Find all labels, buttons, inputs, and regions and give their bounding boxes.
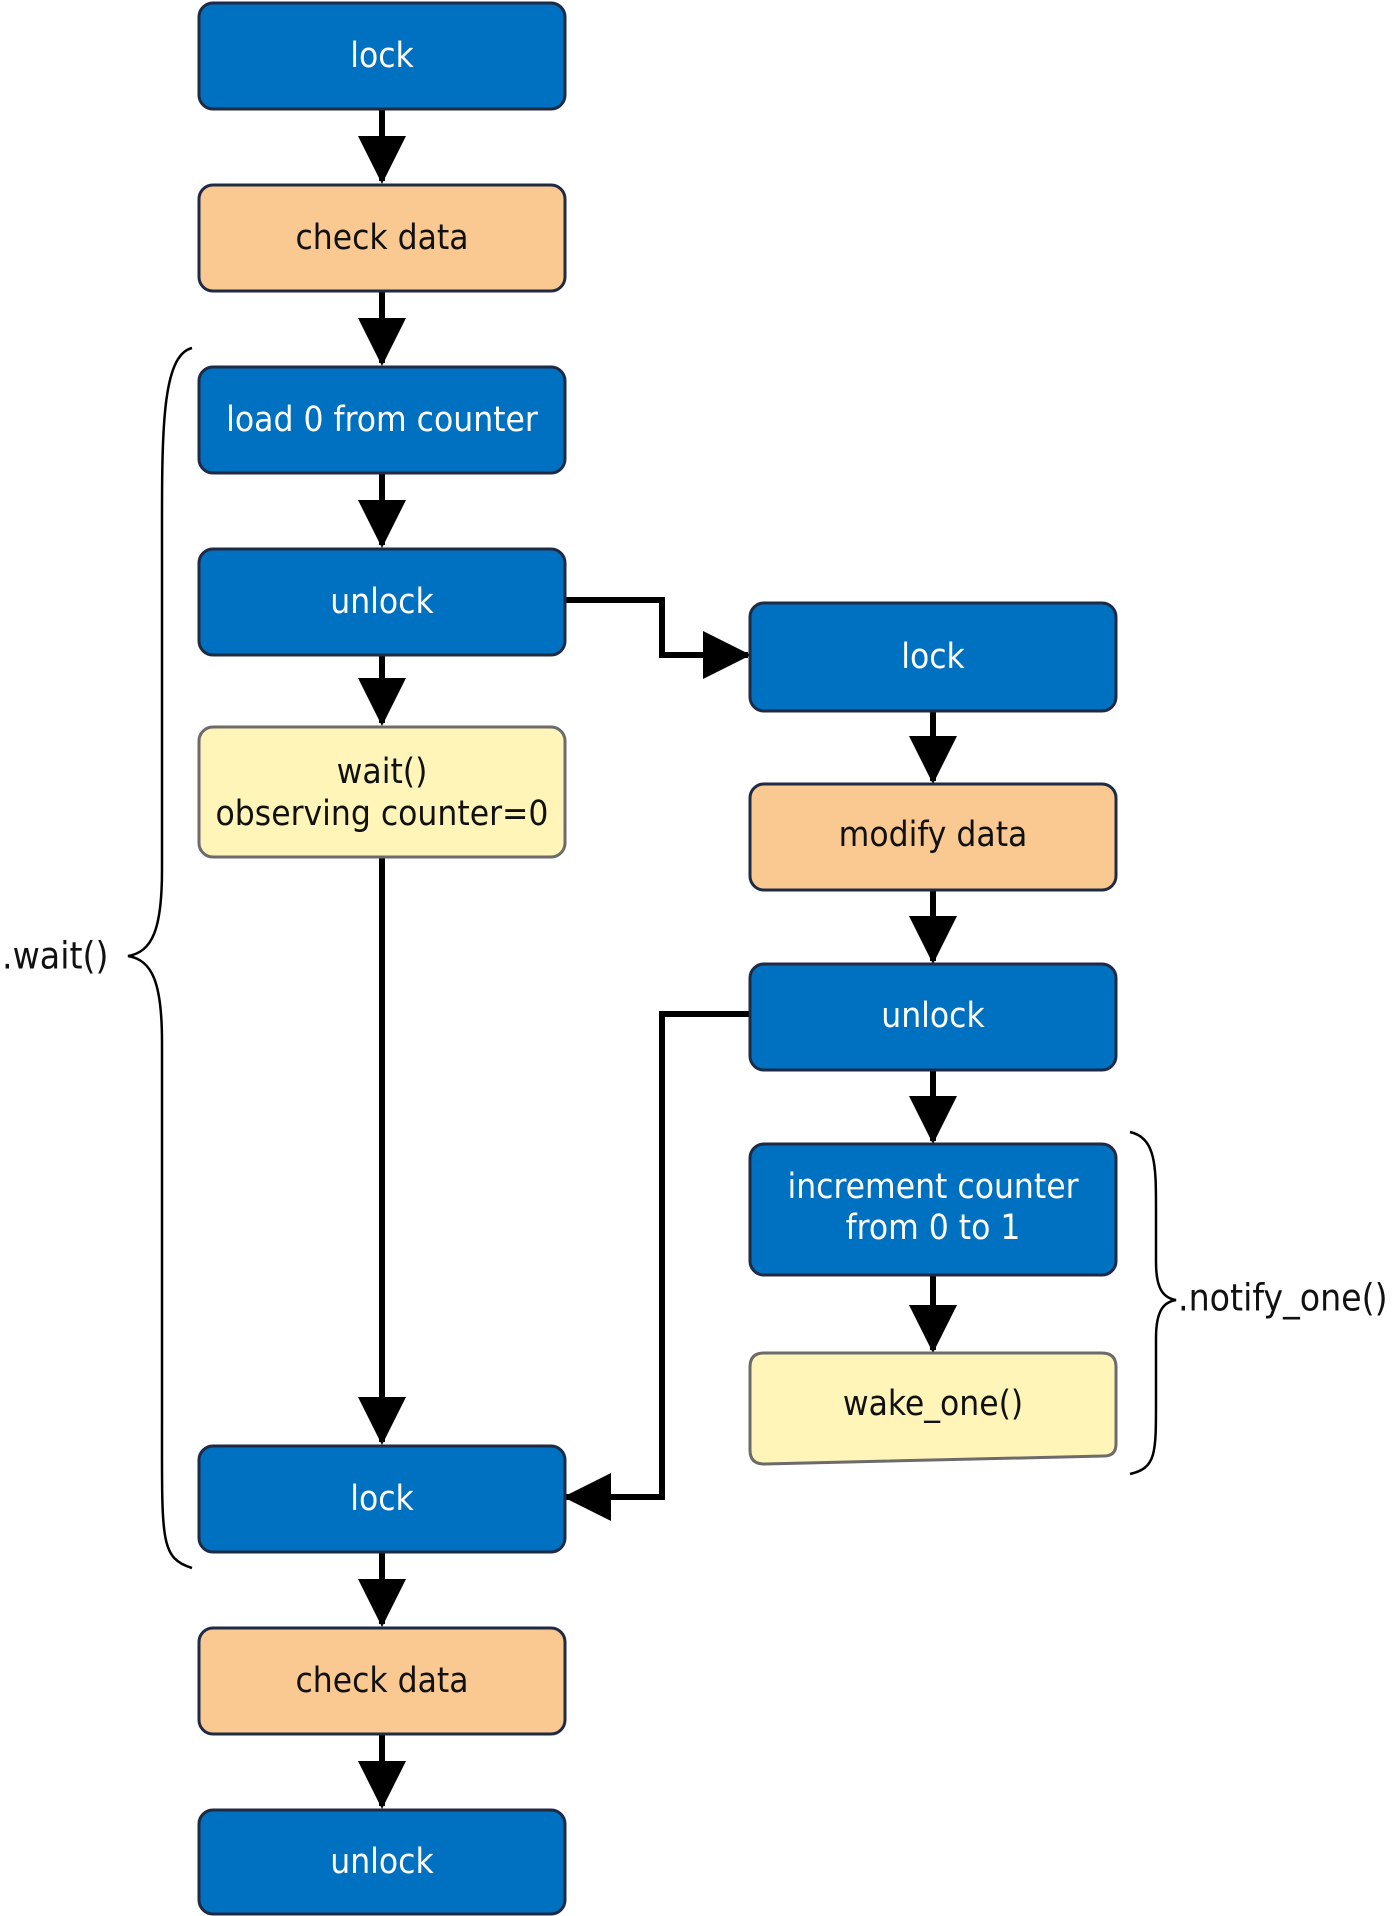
arrow-unlock-to-right-lock bbox=[566, 597, 751, 679]
box-lock-1: lock bbox=[197, 1, 567, 111]
notify-brace-group: .notify_one() bbox=[1129, 1130, 1388, 1476]
wait-brace-group: .wait() bbox=[2, 346, 193, 1570]
box-lock-1-label: lock bbox=[350, 36, 414, 76]
box-modify-data-label: modify data bbox=[839, 815, 1028, 855]
box-check-data-1-label: check data bbox=[295, 218, 468, 258]
box-check-data-1: check data bbox=[197, 183, 567, 293]
box-unlock-2-label: unlock bbox=[330, 1842, 434, 1882]
arrow-right-unlock-to-left-lock bbox=[563, 1011, 750, 1521]
box-check-data-2: check data bbox=[197, 1626, 567, 1736]
box-unlock-1-label: unlock bbox=[330, 582, 434, 622]
box-wait: wait() observing counter=0 bbox=[197, 725, 567, 859]
box-check-data-2-label: check data bbox=[295, 1661, 468, 1701]
box-wake-one: wake_one() bbox=[748, 1351, 1118, 1466]
box-load-counter-label: load 0 from counter bbox=[226, 400, 538, 440]
box-unlock-1: unlock bbox=[197, 547, 567, 657]
box-increment-counter: increment counter from 0 to 1 bbox=[748, 1142, 1118, 1277]
box-right-unlock-label: unlock bbox=[881, 996, 985, 1036]
box-modify-data: modify data bbox=[748, 782, 1118, 892]
right-column: lock modify data unlock increment counte… bbox=[748, 601, 1118, 1466]
box-unlock-2: unlock bbox=[197, 1808, 567, 1916]
wait-brace-label: .wait() bbox=[2, 935, 108, 978]
left-column: lock check data load 0 from counter unlo… bbox=[197, 1, 567, 1916]
box-increment-label-line1: increment counter bbox=[787, 1167, 1078, 1207]
box-increment-label-line2: from 0 to 1 bbox=[846, 1208, 1021, 1248]
box-load-counter: load 0 from counter bbox=[197, 365, 567, 475]
box-right-lock: lock bbox=[748, 601, 1118, 713]
box-wait-label-line2: observing counter=0 bbox=[216, 794, 549, 834]
box-wait-label-line1: wait() bbox=[337, 752, 428, 792]
wait-brace bbox=[127, 346, 193, 1570]
notify-brace bbox=[1129, 1130, 1177, 1476]
box-right-lock-label: lock bbox=[901, 637, 965, 677]
box-lock-2: lock bbox=[197, 1444, 567, 1554]
notify-brace-label: .notify_one() bbox=[1178, 1277, 1388, 1320]
box-lock-2-label: lock bbox=[350, 1479, 414, 1519]
box-right-unlock: unlock bbox=[748, 962, 1118, 1072]
box-wake-one-label: wake_one() bbox=[843, 1384, 1023, 1424]
connectors bbox=[358, 109, 957, 1809]
